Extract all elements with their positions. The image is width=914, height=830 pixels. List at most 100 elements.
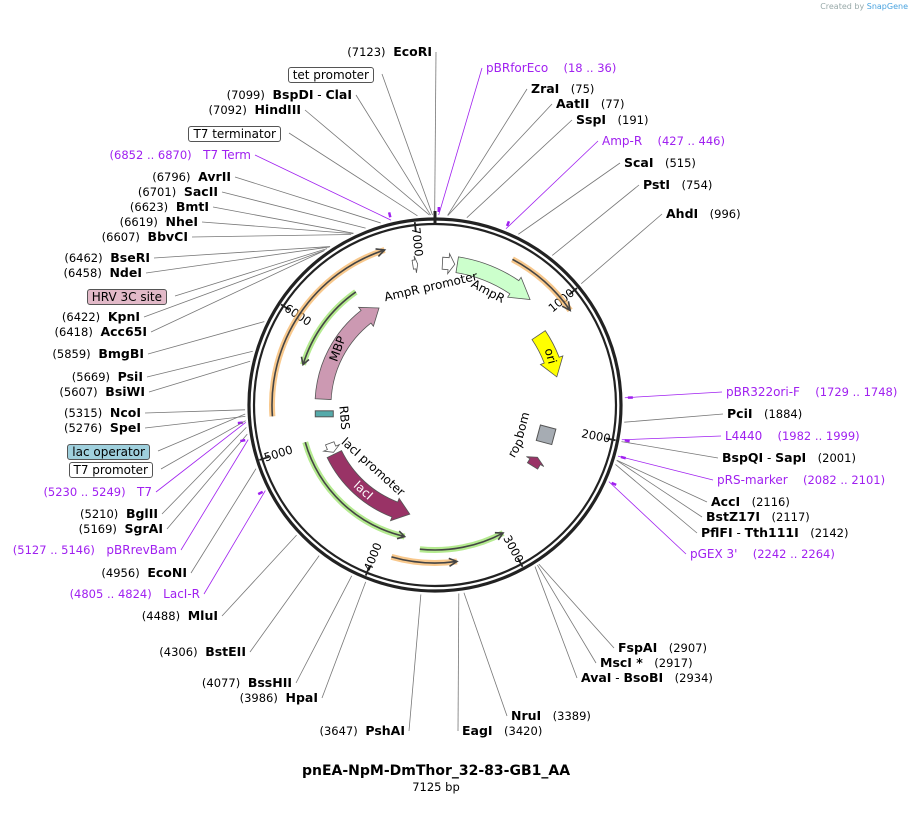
restriction-site-bsteii[interactable]: (4306) BstEII [159,645,246,660]
leader-line [617,455,714,481]
restriction-site-scai[interactable]: ScaI (515) [624,156,696,171]
restriction-site-pflfi[interactable]: PflFI - Tth111I (2142) [701,525,849,541]
primer-mark [505,220,511,227]
restriction-site-bspdi[interactable]: (7099) BspDI - ClaI [226,87,352,103]
feature-label-lac-operator[interactable]: lac operator [67,444,150,460]
site-name: BbvCI [147,229,188,244]
site-name: PsiI [117,369,143,384]
site-name: HindIII [254,102,301,117]
restriction-site-avrii[interactable]: (6796) AvrII [152,170,231,185]
site-position: (75) [570,82,595,96]
site-position: (6418) [54,325,93,339]
site-position-value: 6701 [142,185,172,199]
restriction-site-avai[interactable]: AvaI - BsoBI (2934) [581,670,713,686]
restriction-site-eagi[interactable]: EagI (3420) [462,723,542,739]
feature-label-t7-terminator[interactable]: T7 terminator [188,126,281,142]
site-position: (4956) [101,566,140,580]
restriction-site-ahdi[interactable]: AhdI (996) [666,207,741,222]
site-name: EagI [462,723,493,738]
primer-prsmarker[interactable]: pRS-marker (2082 .. 2101) [717,473,885,487]
primer-pbrforeco[interactable]: pBRforEco (18 .. 36) [486,61,616,75]
restriction-site-pcii[interactable]: PciI (1884) [727,407,802,422]
restriction-site-spei[interactable]: (5276) SpeI [64,421,141,436]
site-position: (6796) [152,170,191,184]
restriction-site-hindiii[interactable]: (7092) HindIII [209,102,301,118]
restriction-site-bspqi[interactable]: BspQI - SapI (2001) [722,450,856,466]
primer-lacir[interactable]: (4805 .. 4824) LacI-R [70,587,200,601]
site-position-value: 6422 [66,310,96,324]
primer-mark [387,212,392,218]
primer-pbr322orif[interactable]: pBR322ori-F (1729 .. 1748) [726,385,897,399]
orf-arc [391,556,458,564]
restriction-site-ecori[interactable]: (7123) EcoRI [347,45,432,60]
restriction-site-bbvci[interactable]: (6607) BbvCI [102,229,188,245]
site-name: BmgBI [98,346,144,361]
restriction-site-kpni[interactable]: (6422) KpnI [62,310,140,325]
leader-line [221,191,366,229]
feature-name: lac operator [72,445,145,459]
site-position-value: 2934 [679,671,709,685]
restriction-site-bsiwi[interactable]: (5607) BsiWI [59,384,145,400]
leader-line [155,422,247,493]
site-name: NruI [511,708,542,723]
feature-label-t7-promoter[interactable]: T7 promoter [68,462,153,478]
leader-line [608,481,687,555]
restriction-site-aatii[interactable]: AatII (77) [556,97,625,112]
restriction-site-psti[interactable]: PstI (754) [643,178,712,193]
restriction-site-pshai[interactable]: (3647) PshAI [319,724,405,739]
site-position-value: 5859 [56,347,87,361]
leader-line [537,564,597,664]
restriction-site-msci[interactable]: MscI * (2917) [600,656,693,671]
restriction-site-ndei[interactable]: (6458) NdeI [64,266,142,281]
restriction-site-bstz17i[interactable]: BstZ17I (2117) [706,509,810,525]
site-position-value: 5669 [76,370,106,384]
leader-line [434,51,437,216]
promoter-arrow [411,255,419,273]
restriction-site-econi[interactable]: (4956) EcoNI [101,566,187,581]
restriction-site-hpai[interactable]: (3986) HpaI [240,691,318,706]
primer-pbrrevbam[interactable]: (5127 .. 5146) pBRrevBam [13,543,177,557]
restriction-site-bglii[interactable]: (5210) BglII [80,507,158,522]
feature-label-tet-promoter[interactable]: tet promoter [287,67,374,83]
restriction-site-zrai[interactable]: ZraI (75) [531,82,595,97]
site-name: NcoI [109,405,141,420]
tick-label: 7000 [409,227,426,258]
site-position: (2142) [810,526,849,540]
restriction-site-fspai[interactable]: FspAI (2907) [618,641,707,656]
restriction-site-acci[interactable]: AccI (2116) [711,495,790,510]
primer-t7[interactable]: (5230 .. 5249) T7 [43,485,152,499]
primer-ampr[interactable]: Amp-R (427 .. 446) [602,134,725,148]
restriction-site-nrui[interactable]: NruI (3389) [511,708,591,724]
site-position-value: 6607 [106,230,136,244]
site-position-value: 2117 [776,510,806,524]
site-position: (2117) [771,510,810,524]
restriction-site-bseri[interactable]: (6462) BseRI [64,251,150,266]
restriction-site-sspi[interactable]: SspI (191) [576,113,648,128]
tick-mark [413,222,417,233]
primer-pgex3[interactable]: pGEX 3' (2242 .. 2264) [690,547,835,561]
site-position-value: 6458 [68,266,98,280]
ori-arrow [531,330,564,378]
primer-l4440[interactable]: L4440 (1982 .. 1999) [725,429,860,443]
site-name: BstZ17I [706,509,761,524]
orf-arc-arrowhead [448,557,459,568]
restriction-site-ncoi[interactable]: (5315) NcoI [64,405,141,421]
site-position: (77) [600,97,625,111]
feature-label-hrv-3c-site[interactable]: HRV 3C site [86,289,167,305]
leader-line [505,140,599,230]
leader-line [616,460,703,518]
restriction-site-bsshii[interactable]: (4077) BssHII [202,676,292,691]
restriction-site-acc65i[interactable]: (6418) Acc65I [54,325,147,340]
restriction-site-bmti[interactable]: (6623) BmtI [130,200,209,215]
site-name: BsiWI [105,384,145,399]
primer-name: T7 [137,485,152,499]
restriction-site-sacii[interactable]: (6701) SacII [138,185,218,200]
primer-t7term[interactable]: (6852 .. 6870) T7 Term [110,148,251,162]
primer-range: (1729 .. 1748) [815,385,898,399]
restriction-site-psii[interactable]: (5669) PsiI [72,369,143,385]
restriction-site-nhei[interactable]: (6619) NheI [120,215,198,230]
restriction-site-mlui[interactable]: (4488) MluI [142,609,218,624]
restriction-site-bmgbi[interactable]: (5859) BmgBI [52,346,144,362]
leader-line [466,119,573,218]
restriction-site-sgrai[interactable]: (5169) SgrAI [79,522,163,537]
